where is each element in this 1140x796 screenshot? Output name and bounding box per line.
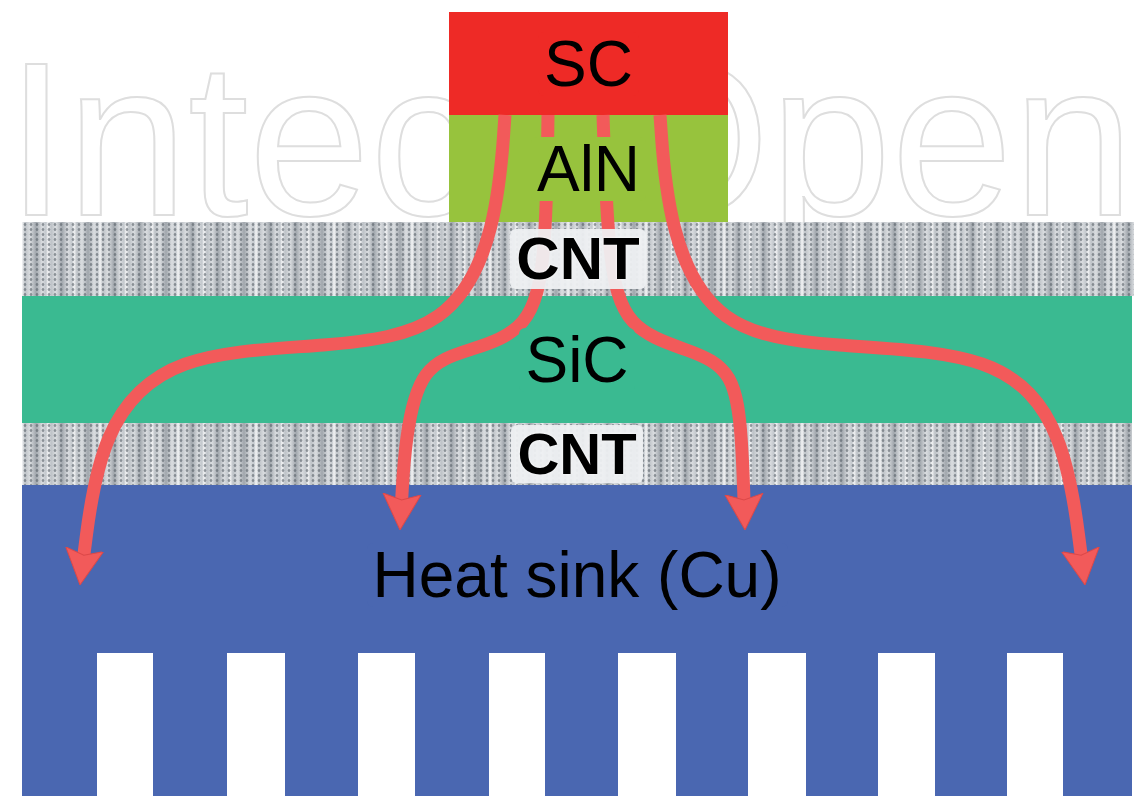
- chip-layer: SC: [449, 12, 728, 115]
- layer-label: CNT: [510, 229, 645, 289]
- cnt-layer: CNT: [22, 222, 1134, 296]
- layer-label: SiC: [519, 328, 634, 392]
- heat-sink: Heat sink (Cu): [22, 485, 1132, 796]
- cnt-layer: CNT: [22, 423, 1132, 485]
- insulator-layer: AlN: [449, 115, 728, 222]
- substrate-layer: SiC: [22, 296, 1132, 423]
- layer-label: CNT: [511, 425, 642, 483]
- layer-label: AlN: [531, 137, 646, 201]
- layer-label: SC: [538, 32, 639, 96]
- layer-label: Heat sink (Cu): [367, 543, 788, 607]
